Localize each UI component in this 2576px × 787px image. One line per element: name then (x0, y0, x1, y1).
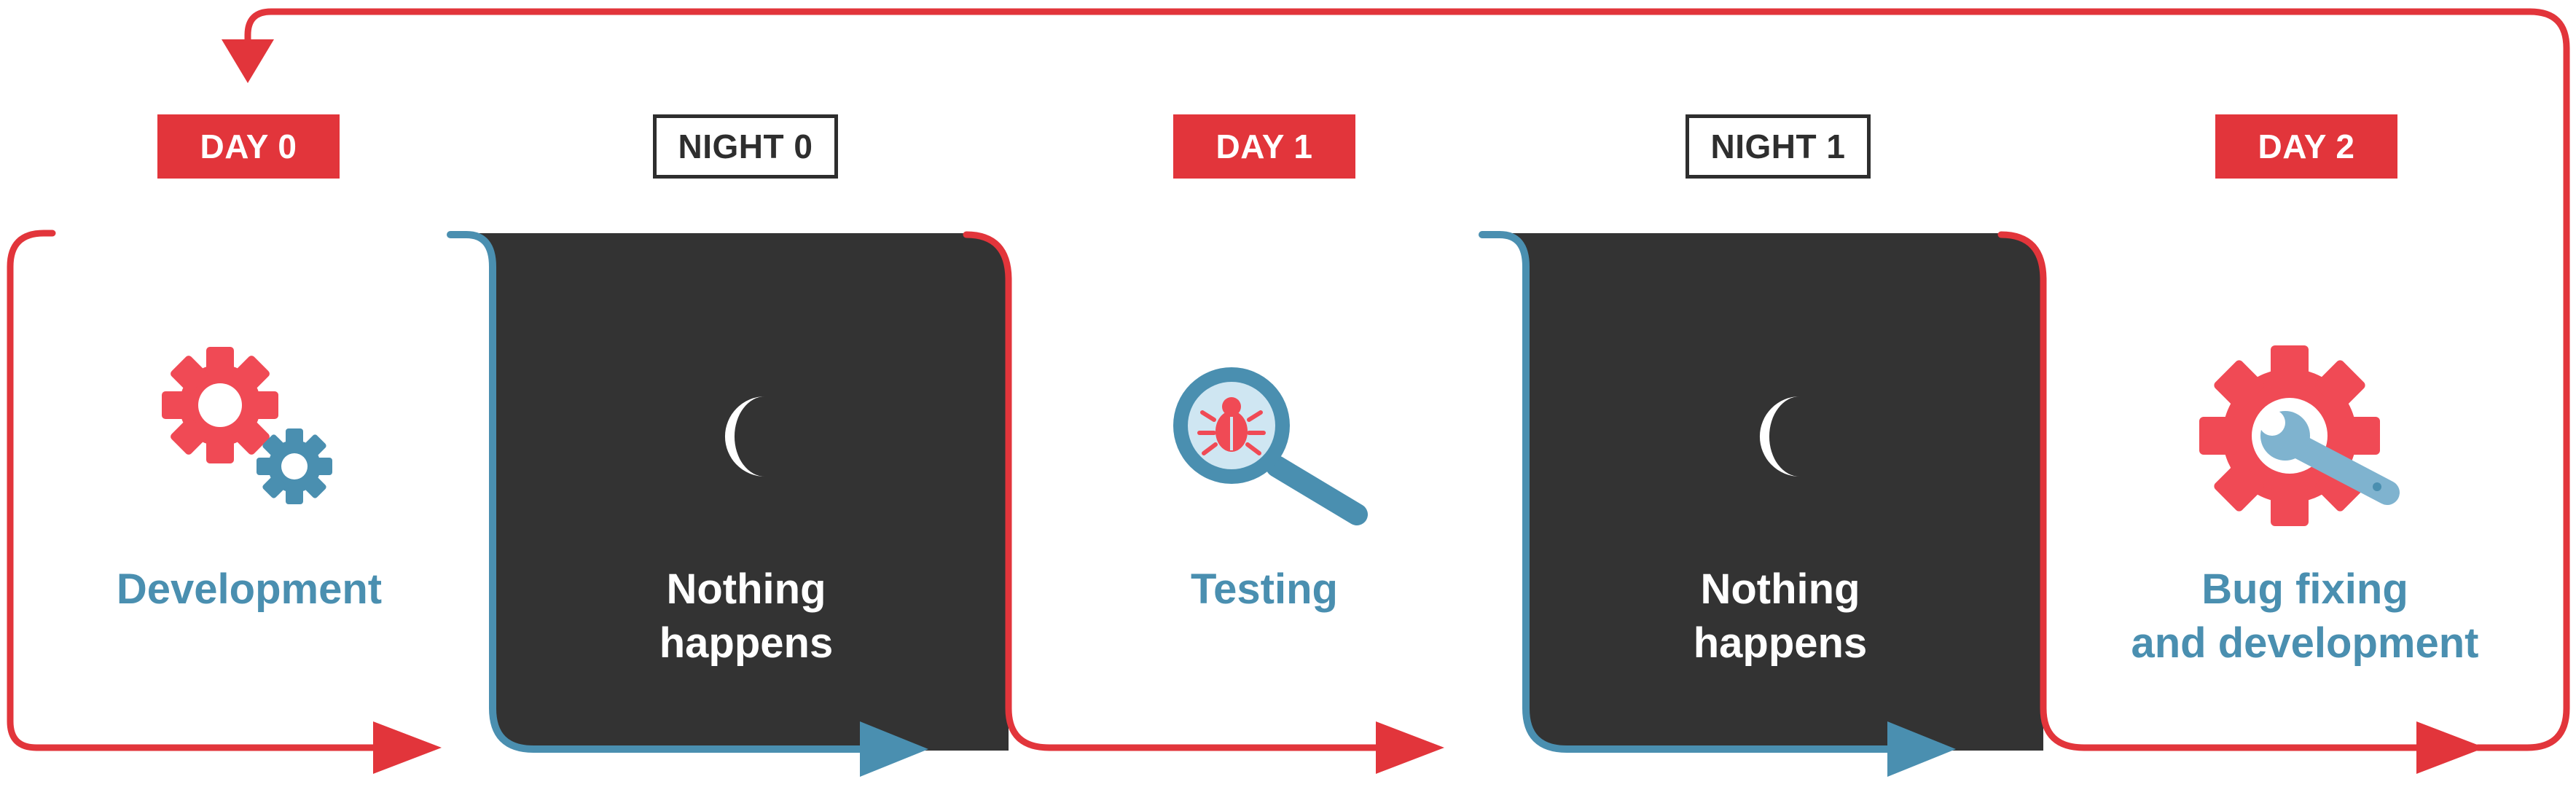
wrench-icon (2259, 410, 2400, 505)
flow-bracket-night-1 (1479, 231, 1956, 777)
bug-magnifier-icon (1173, 367, 1368, 525)
flow-bracket-night-0 (447, 231, 928, 777)
caption-line: Nothing (666, 565, 826, 613)
bug-icon (1197, 397, 1266, 455)
phase-label-night-1: NIGHT 1 (1686, 114, 1871, 179)
flow-bracket-day-0 (7, 230, 442, 774)
phase-label-night-0: NIGHT 0 (653, 114, 838, 179)
night-panel-1 (1503, 233, 2043, 751)
caption-line: Development (116, 565, 383, 613)
caption-line: Bug fixing (2201, 565, 2408, 613)
phase-label-day-0: DAY 0 (157, 114, 340, 179)
night-panel-0 (470, 233, 1009, 751)
moon-icon (1759, 396, 1800, 477)
phase-caption-day-1: Testing (1060, 563, 1468, 616)
feedback-loop-arrow (222, 8, 2570, 751)
flow-bracket-day-2 (1997, 231, 2485, 774)
caption-line: and development (2131, 619, 2479, 667)
phase-caption-day-0: Development (45, 563, 453, 616)
phase-label-day-1: DAY 1 (1173, 114, 1355, 179)
caption-line: happens (1693, 619, 1868, 667)
flow-bracket-day-1 (963, 231, 1444, 774)
caption-line: Testing (1191, 565, 1338, 613)
phase-caption-night-0: Nothing happens (542, 563, 950, 670)
phase-caption-day-2: Bug fixing and development (2101, 563, 2509, 670)
caption-line: Nothing (1700, 565, 1860, 613)
gear-wrench-icon (2199, 345, 2400, 526)
phase-caption-night-1: Nothing happens (1576, 563, 1984, 670)
caption-line: happens (659, 619, 834, 667)
moon-icon (724, 396, 765, 477)
gears-icon (162, 347, 332, 504)
phase-label-day-2: DAY 2 (2215, 114, 2397, 179)
